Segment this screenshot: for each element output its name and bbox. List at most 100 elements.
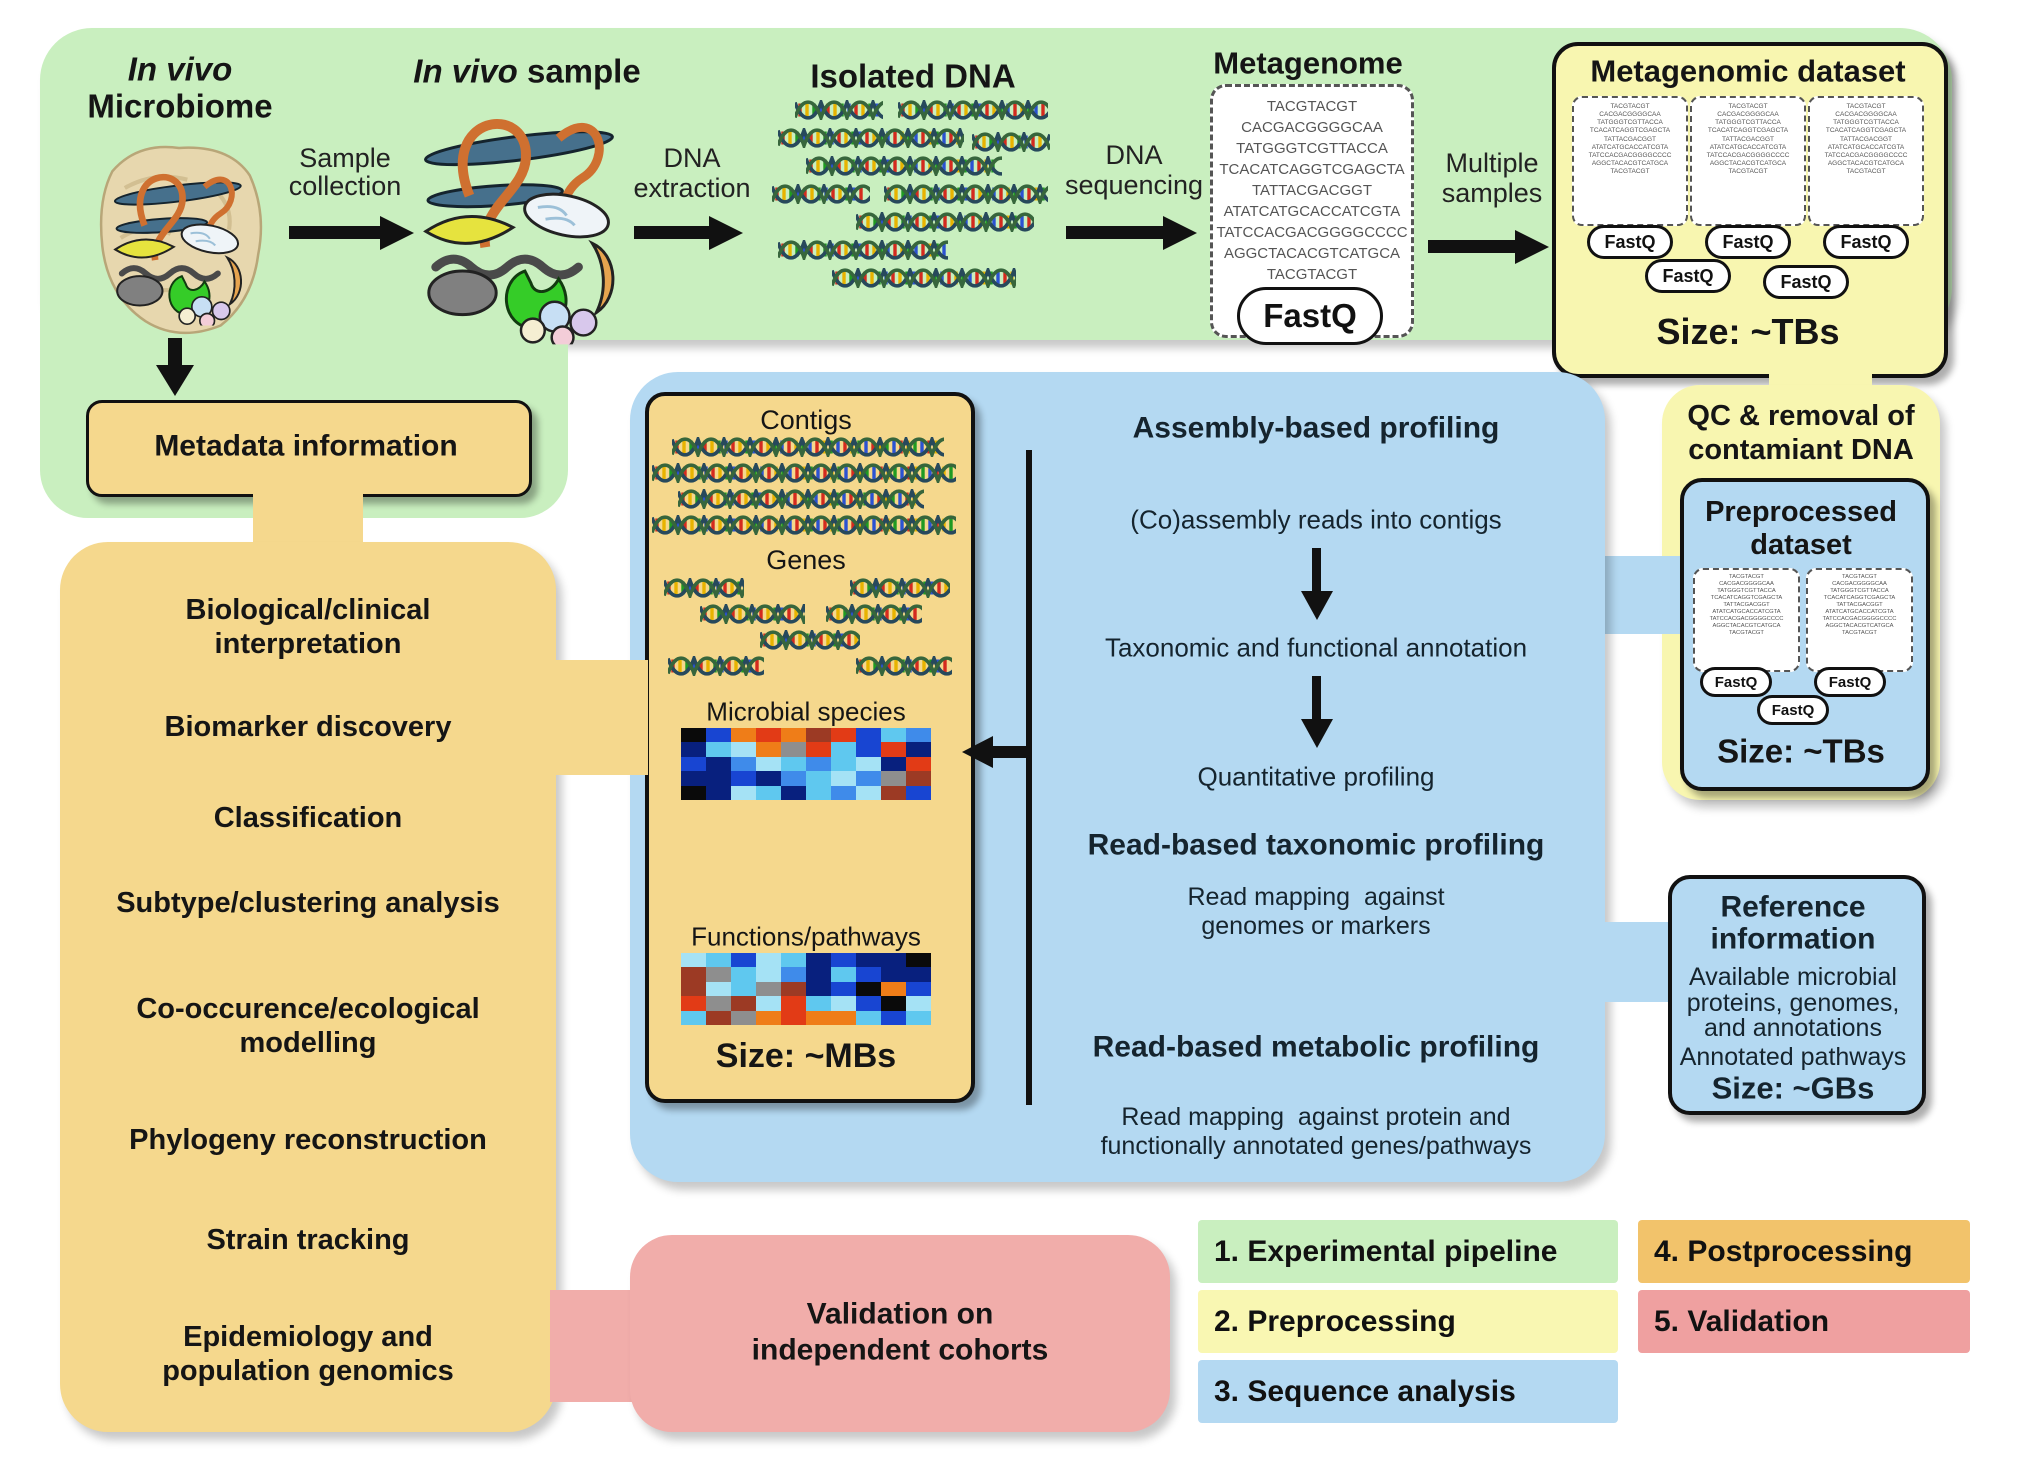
sequence-line: TATGGGTCGTTACCA (1717, 587, 1776, 594)
sequence-line: CACGACGGGGCAA (1717, 111, 1779, 119)
heatmap-cell (906, 785, 931, 800)
read-metabolic-title: Read-based metabolic profiling (1092, 1030, 1540, 1064)
heatmap-cell (831, 953, 856, 968)
microbial-species-heatmap (681, 728, 931, 800)
dna-icon (776, 236, 962, 264)
functions-pathways-label: Functions/pathways (691, 921, 921, 952)
sequence-line: TCACATCAGGTCGAGCTA (1825, 127, 1907, 135)
invivo-sample-title: In vivo sample (413, 52, 641, 90)
read-taxonomic-sub-1: Read mapping against (1187, 882, 1445, 911)
read-metabolic-sub-1: Read mapping against protein and (1121, 1102, 1511, 1131)
legend-item: 3. Sequence analysis (1198, 1360, 1618, 1423)
heatmap-cell (856, 953, 881, 968)
sequence-line: TACGTACGT (1846, 103, 1886, 110)
dna-icon (793, 96, 901, 124)
heatmap-cell (756, 728, 781, 743)
dna-strand (650, 511, 966, 540)
dna-icon (854, 652, 962, 680)
heatmap-cell (856, 1010, 881, 1025)
dna-strand (970, 128, 1052, 157)
sample-collection-label-line2: collection (288, 170, 402, 201)
heatmap-cell (756, 756, 781, 772)
sequence-line: TATGGGTCGTTACCA (1715, 119, 1781, 127)
blue-to-preprocessed-connector (1598, 556, 1688, 634)
sequence-line: TATGGGTCGTTACCA (1833, 119, 1899, 127)
sequence-line: TATCCACGACGGGGCCCC (1709, 615, 1784, 622)
heatmap-cell (806, 785, 831, 800)
heatmap-cell (781, 1010, 806, 1025)
metagenomic-dataset-title: Metagenomic dataset (1590, 53, 1906, 89)
read-taxonomic-title: Read-based taxonomic profiling (1087, 828, 1545, 862)
sample-collection-arrow (289, 226, 381, 239)
heatmap-cell (681, 981, 706, 997)
contigs-label: Contigs (760, 404, 852, 435)
sequence-line: TACGTACGT (1842, 574, 1877, 580)
reference-annotated-pathways: Annotated pathways (1679, 1042, 1907, 1071)
heatmap-cell (731, 728, 756, 743)
heatmap-cell (806, 996, 831, 1011)
heatmap-cell (806, 742, 831, 757)
dna-icon (776, 124, 988, 152)
heatmap-cell (906, 756, 931, 772)
sequence-line: TATCCACGACGGGGCCCC (1824, 151, 1908, 159)
metagenomic-dataset-size: Size: ~TBs (1656, 311, 1840, 353)
heatmap-cell (906, 996, 931, 1011)
sequence-line: TACGTACGT (1729, 629, 1764, 636)
dna-strand (824, 600, 932, 629)
microbial-species-label: Microbial species (706, 696, 906, 727)
reference-body-line3: and annotations (1704, 1013, 1882, 1042)
heatmap-cell (706, 967, 731, 982)
heatmap-cell (781, 953, 806, 968)
heatmap-cell (906, 728, 931, 743)
heatmap-cell (756, 967, 781, 982)
preprocessed-fastq-badge-3: FastQ (1757, 695, 1829, 725)
heatmap-cell (706, 785, 731, 800)
sequence-line: TATGGGTCGTTACCA (1597, 119, 1663, 127)
heatmap-cell (906, 967, 931, 982)
dna-strand (770, 180, 878, 209)
dna-strand (854, 208, 1040, 237)
heatmap-cell (731, 967, 756, 982)
dna-icon (770, 180, 878, 208)
heatmap-cell (706, 996, 731, 1011)
reference-body-line1: Available microbial (1689, 962, 1897, 991)
dna-strand (804, 152, 1016, 181)
heatmap-cell (756, 981, 781, 997)
invivo-sample-illustration (408, 88, 626, 353)
postprocessing-to-validation-connector (550, 1290, 638, 1402)
heatmap-cell (856, 785, 881, 800)
dna-extraction-arrow (634, 226, 710, 239)
dna-strand (670, 433, 960, 462)
sequence-line: AGGCTACACGTCATGCA (1223, 245, 1401, 262)
heatmap-cell (756, 771, 781, 786)
metagenome-title: Metagenome (1213, 45, 1403, 81)
analysis-item: Biomarker discovery (164, 711, 452, 743)
heatmap-cell (881, 742, 906, 757)
heatmap-cell (906, 742, 931, 757)
sequence-line: TATTACGACGGT (1836, 601, 1883, 608)
heatmap-cell (706, 771, 731, 786)
sequence-line: TCACATCAGGTCGAGCTA (1710, 594, 1783, 601)
heatmap-cell (781, 728, 806, 743)
functions-pathways-heatmap (681, 953, 931, 1025)
dna-strand (882, 180, 1068, 209)
sequence-line: TACGTACGT (1842, 629, 1877, 636)
dna-icon (804, 152, 1016, 180)
heatmap-cell (756, 785, 781, 800)
heatmap-cell (906, 953, 931, 968)
heatmap-cell (731, 953, 756, 968)
sequence-line: AGGCTACACGTCATGCA (1709, 159, 1787, 167)
heatmap-cell (731, 785, 756, 800)
heatmap-cell (831, 785, 856, 800)
heatmap-cell (681, 953, 706, 968)
heatmap-cell (906, 981, 931, 997)
dna-strand (848, 574, 956, 603)
isolated-dna-title: Isolated DNA (810, 57, 1016, 95)
heatmap-cell (706, 742, 731, 757)
preprocessed-fastq-badge-2: FastQ (1814, 667, 1886, 697)
heatmap-cell (731, 771, 756, 786)
